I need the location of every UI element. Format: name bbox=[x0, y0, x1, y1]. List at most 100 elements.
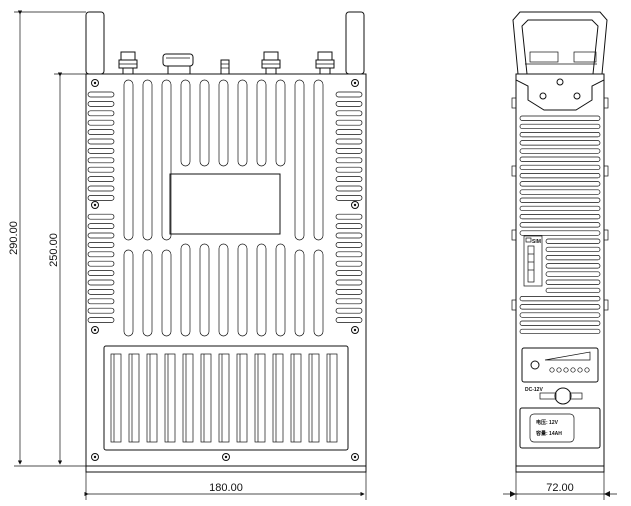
dim-width-side: 72.00 bbox=[546, 482, 574, 494]
side-fin bbox=[545, 263, 601, 269]
right-fin bbox=[335, 232, 363, 239]
lower-slot bbox=[161, 249, 172, 337]
vent-slot bbox=[146, 353, 158, 443]
left-fin bbox=[87, 317, 115, 323]
vent-slot bbox=[236, 353, 248, 443]
front-body bbox=[85, 73, 367, 467]
upper-slot bbox=[161, 79, 172, 241]
side-fin bbox=[519, 123, 601, 130]
side-fin bbox=[519, 296, 601, 302]
right-fin bbox=[335, 157, 363, 164]
side-fin bbox=[519, 156, 601, 162]
side-fin bbox=[545, 271, 601, 277]
left-fin bbox=[87, 270, 115, 276]
right-fin bbox=[335, 279, 363, 286]
left-fin bbox=[87, 185, 115, 192]
vent-slot bbox=[218, 353, 230, 443]
bottom-vent-panel bbox=[103, 345, 349, 451]
left-fin bbox=[87, 195, 115, 201]
side-fin bbox=[519, 189, 601, 195]
vent-slot bbox=[254, 353, 266, 443]
side-fin bbox=[519, 140, 601, 146]
dc-input-label: DC-12V bbox=[525, 387, 543, 393]
side-fin bbox=[519, 173, 601, 179]
right-fins bbox=[335, 91, 363, 323]
voltage-label: 电压: 12V bbox=[536, 419, 559, 426]
side-dimensions: 72.00 bbox=[503, 472, 617, 500]
sim-label: SIM bbox=[532, 239, 541, 245]
left-fin bbox=[87, 213, 115, 220]
left-fins bbox=[87, 91, 115, 323]
left-fin bbox=[87, 176, 115, 182]
side-fin bbox=[519, 132, 601, 138]
handle-clip-right bbox=[573, 51, 597, 63]
vent-slot bbox=[272, 353, 284, 443]
left-fin bbox=[87, 91, 115, 98]
lower-slot bbox=[123, 249, 134, 337]
front-dimensions: 290.00 250.00 180.00 bbox=[8, 10, 367, 500]
top-connectors bbox=[118, 51, 335, 75]
lower-slot bbox=[142, 249, 153, 337]
right-fin bbox=[335, 307, 363, 314]
right-fin bbox=[335, 317, 363, 323]
side-fin bbox=[519, 222, 601, 228]
left-fin bbox=[87, 157, 115, 164]
side-tab-right bbox=[603, 97, 609, 109]
left-antenna bbox=[85, 11, 105, 75]
side-tab-left bbox=[511, 165, 517, 177]
right-fin bbox=[335, 138, 363, 145]
left-fin bbox=[87, 138, 115, 145]
connector-1 bbox=[118, 51, 138, 75]
dim-width-front: 180.00 bbox=[209, 482, 243, 494]
right-fin bbox=[335, 270, 363, 276]
left-fin bbox=[87, 110, 115, 117]
lower-slot bbox=[237, 243, 248, 337]
right-fin bbox=[335, 213, 363, 220]
side-fin bbox=[519, 214, 601, 220]
vent-slot bbox=[164, 353, 176, 443]
right-fin bbox=[335, 195, 363, 201]
sim-slot-area: SIM bbox=[523, 235, 543, 287]
side-tab-right bbox=[603, 299, 609, 311]
vent-slot bbox=[182, 353, 194, 443]
right-antenna bbox=[345, 11, 365, 75]
left-fin bbox=[87, 119, 115, 126]
side-tab-right bbox=[603, 165, 609, 177]
right-fin bbox=[335, 148, 363, 154]
side-fin bbox=[545, 279, 601, 285]
dim-height-total: 290.00 bbox=[8, 221, 20, 255]
left-fin bbox=[87, 223, 115, 229]
side-fin bbox=[519, 320, 601, 326]
left-fin bbox=[87, 101, 115, 107]
right-fin bbox=[335, 176, 363, 182]
left-fin bbox=[87, 289, 115, 295]
left-fin bbox=[87, 242, 115, 248]
lower-slot bbox=[199, 243, 210, 337]
upper-slot bbox=[199, 79, 210, 167]
capacity-label: 容量: 14AH bbox=[535, 430, 562, 437]
upper-slot bbox=[256, 79, 267, 167]
vent-slot bbox=[290, 353, 302, 443]
side-fin bbox=[519, 181, 601, 187]
upper-slot bbox=[123, 79, 134, 241]
side-handle-outer bbox=[512, 11, 608, 75]
side-fin bbox=[519, 230, 601, 236]
left-fin bbox=[87, 166, 115, 173]
left-fin bbox=[87, 307, 115, 314]
lower-slot bbox=[313, 249, 324, 337]
lower-slot bbox=[180, 243, 191, 337]
upper-slot bbox=[180, 79, 191, 167]
left-fin bbox=[87, 279, 115, 286]
upper-slot bbox=[313, 79, 324, 241]
left-fin bbox=[87, 298, 115, 305]
display-window bbox=[169, 173, 281, 235]
left-fin bbox=[87, 260, 115, 267]
upper-slot bbox=[294, 79, 305, 241]
side-fin bbox=[545, 238, 601, 244]
right-fin bbox=[335, 298, 363, 305]
vent-slot bbox=[128, 353, 140, 443]
upper-slot bbox=[237, 79, 248, 167]
vent-slot bbox=[308, 353, 320, 443]
lower-vertical-slots bbox=[123, 243, 324, 337]
